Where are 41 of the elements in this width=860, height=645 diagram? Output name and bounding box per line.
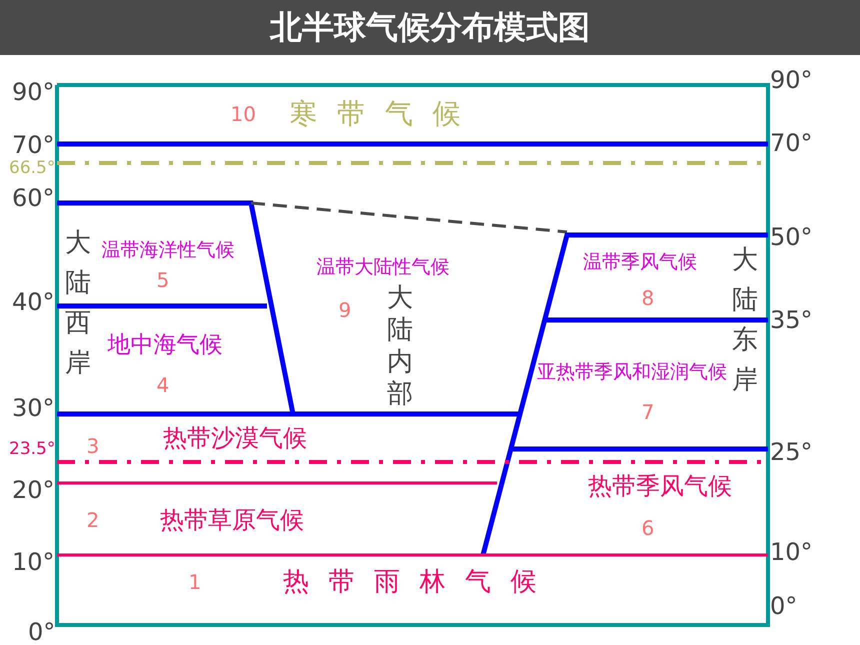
climate-label: 热带季风气候 [588, 474, 732, 498]
region-number: 3 [86, 436, 100, 456]
latitude-label: 60° [12, 186, 55, 210]
latitude-label: 0° [770, 594, 798, 618]
title-banner: 北半球气候分布模式图 [0, 0, 860, 55]
latitude-label: 40° [12, 290, 55, 314]
climate-label: 热带雨林气候 [282, 569, 556, 595]
latitude-label: 90° [12, 80, 55, 104]
continent-label: 大陆西岸 [65, 227, 91, 380]
climate-label: 地中海气候 [108, 334, 222, 356]
climate-label: 热带沙漠气候 [163, 426, 307, 450]
region-number: 1 [188, 572, 202, 592]
latitude-label: 35° [770, 308, 813, 332]
continent-label: 大陆内部 [387, 282, 413, 410]
latitude-label: 0° [28, 620, 56, 644]
latitude-label: 50° [770, 225, 813, 249]
latitude-label: 70° [770, 131, 813, 155]
latitude-label: 66.5° [9, 160, 56, 176]
climate-label: 寒带气候 [288, 100, 480, 128]
climate-label: 亚热带季风和湿润气候 [537, 362, 727, 382]
climate-label: 温带大陆性气候 [316, 258, 450, 276]
latitude-label: 10° [770, 540, 813, 564]
climate-label: 热带草原气候 [160, 508, 304, 532]
region-number: 10 [230, 104, 256, 124]
region-number: 9 [338, 300, 352, 320]
region-number: 7 [642, 402, 654, 422]
latitude-label: 20° [12, 478, 55, 502]
latitude-label: 30° [12, 396, 55, 420]
climate-label: 温带海洋性气候 [102, 240, 234, 260]
region-number: 2 [86, 510, 100, 530]
latitude-label: 90° [770, 68, 813, 92]
region-number: 6 [642, 518, 654, 538]
latitude-label: 10° [12, 550, 55, 574]
region-number: 4 [156, 375, 170, 395]
region-number: 5 [156, 270, 170, 290]
climate-label: 温带季风气候 [583, 252, 697, 272]
latitude-label: 23.5° [9, 440, 56, 458]
region-number: 8 [642, 288, 654, 308]
continent-label: 大陆东岸 [732, 244, 758, 397]
latitude-label: 70° [12, 133, 55, 157]
latitude-label: 25° [770, 440, 813, 464]
